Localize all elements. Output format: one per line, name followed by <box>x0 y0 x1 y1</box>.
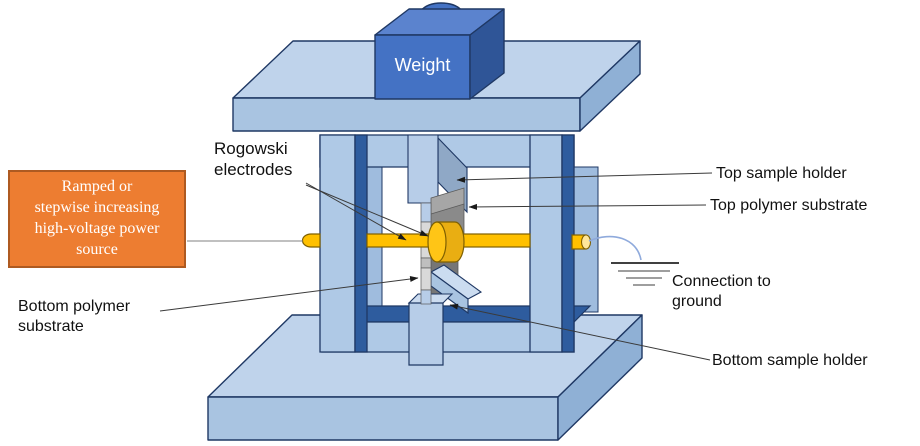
ground-wire <box>588 235 642 261</box>
bottom-plate-front-face <box>207 396 559 441</box>
power-source-line: Ramped or <box>61 178 133 196</box>
bottom-polymer-substrate-label: Bottom polymer substrate <box>18 298 131 335</box>
electrode-disc-face <box>427 221 447 263</box>
connection-to-ground-label: Connection to ground <box>672 273 771 310</box>
power-source-box: Ramped or stepwise increasing high-volta… <box>8 170 186 268</box>
top-polymer-substrate-label: Top polymer substrate <box>710 197 868 214</box>
stack-edge-gap <box>420 257 432 269</box>
leader-bottom-sample-holder <box>449 303 711 361</box>
stack-edge-substrate-bottom <box>420 267 432 291</box>
rod-right-stub-cap <box>580 234 592 250</box>
top-plate-side-face <box>579 40 641 132</box>
pedestal-front-face <box>408 302 444 366</box>
leader-rogowski-2 <box>305 184 429 237</box>
top-plate-front-face <box>232 97 581 132</box>
top-holder-front-bar <box>407 134 439 204</box>
top-sample-holder-label: Top sample holder <box>716 165 847 182</box>
leader-top-polymer-substrate <box>468 203 707 210</box>
rogowski-electrodes-label: Rogowski electrodes <box>214 139 293 179</box>
left-column <box>319 134 356 353</box>
stack-edge-holder-bottom <box>420 289 432 305</box>
weight-side-face <box>469 8 505 100</box>
leader-top-sample-holder <box>456 172 713 183</box>
rod-left-stub <box>301 233 321 248</box>
leader-bottom-polymer-substrate <box>159 276 419 312</box>
power-source-line: source <box>76 240 118 258</box>
power-source-line: high-voltage power <box>34 220 160 237</box>
weight-label: Weight <box>394 55 451 75</box>
left-column-dark-side <box>354 134 368 353</box>
ground-symbol-icon <box>611 262 679 286</box>
power-source-line: stepwise increasing <box>34 199 160 217</box>
stack-edge-holder-top <box>420 202 432 223</box>
right-column-dark-side <box>561 134 575 353</box>
bottom-sample-holder-label: Bottom sample holder <box>712 352 868 369</box>
right-column <box>529 134 563 353</box>
bottom-plate-side-face <box>557 314 643 441</box>
